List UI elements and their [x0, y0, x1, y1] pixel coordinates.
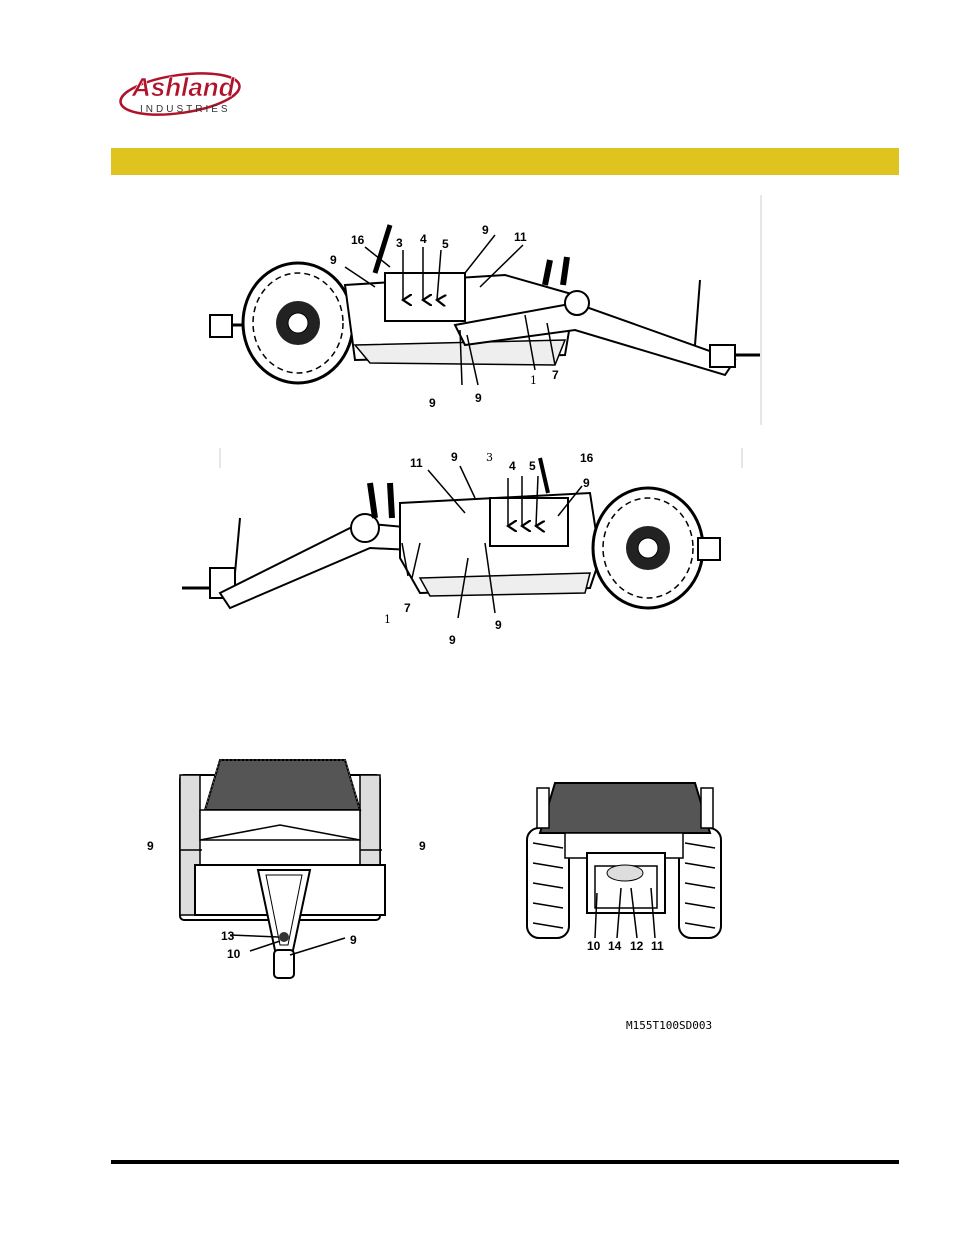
callout-label: 1 — [384, 613, 391, 626]
logo-sub-text: INDUSTRIES — [140, 104, 231, 115]
callout-label: 9 — [482, 223, 489, 237]
callout-label: 11 — [514, 230, 527, 244]
callout-label: 16 — [580, 451, 594, 465]
callout-label: 9 — [429, 396, 436, 410]
callout-label: 11 — [651, 939, 664, 953]
callout-label: 9 — [495, 618, 502, 632]
grate-icon — [538, 782, 712, 834]
callout-label: 9 — [583, 476, 590, 490]
callout-label: 14 — [608, 939, 622, 953]
callout-label: 5 — [529, 459, 536, 473]
callout-label: 10 — [227, 947, 241, 961]
callout-label: 10 — [587, 939, 601, 953]
callout-label: 1 — [530, 374, 537, 387]
wheel-icon — [591, 486, 705, 610]
callout-label: 9 — [449, 633, 456, 647]
callout-label: 12 — [630, 939, 644, 953]
callout-label: 16 — [351, 233, 365, 247]
callout-label: 7 — [552, 368, 559, 382]
callout-label: 5 — [442, 237, 449, 251]
callout-label: 9 — [451, 450, 458, 464]
figure-code: M155T100SD003 — [626, 1019, 713, 1032]
callout-label: 3 — [486, 451, 493, 464]
front-view-diagram — [525, 778, 723, 943]
ashland-industries-logo: Ashland INDUSTRIES — [118, 70, 248, 118]
callout-label: 13 — [221, 929, 235, 943]
callout-label: 11 — [410, 456, 423, 470]
section-header-bar — [111, 148, 899, 175]
wheel-icon — [241, 261, 355, 385]
side-view-diagram-right — [170, 448, 745, 658]
callout-label: 9 — [330, 253, 337, 267]
side-view-diagram-left — [205, 195, 765, 425]
callout-label: 9 — [419, 839, 426, 853]
grate-icon — [203, 759, 362, 811]
callout-label: 4 — [420, 232, 427, 246]
footer-rule — [111, 1160, 899, 1164]
callout-label: 4 — [509, 459, 516, 473]
callout-label: 9 — [350, 933, 357, 947]
callout-label: 3 — [396, 236, 403, 250]
callout-label: 7 — [404, 601, 411, 615]
rear-view-diagram — [170, 755, 395, 990]
callout-label: 9 — [147, 839, 154, 853]
callout-label: 9 — [475, 391, 482, 405]
logo-brand-text: Ashland — [131, 72, 236, 102]
